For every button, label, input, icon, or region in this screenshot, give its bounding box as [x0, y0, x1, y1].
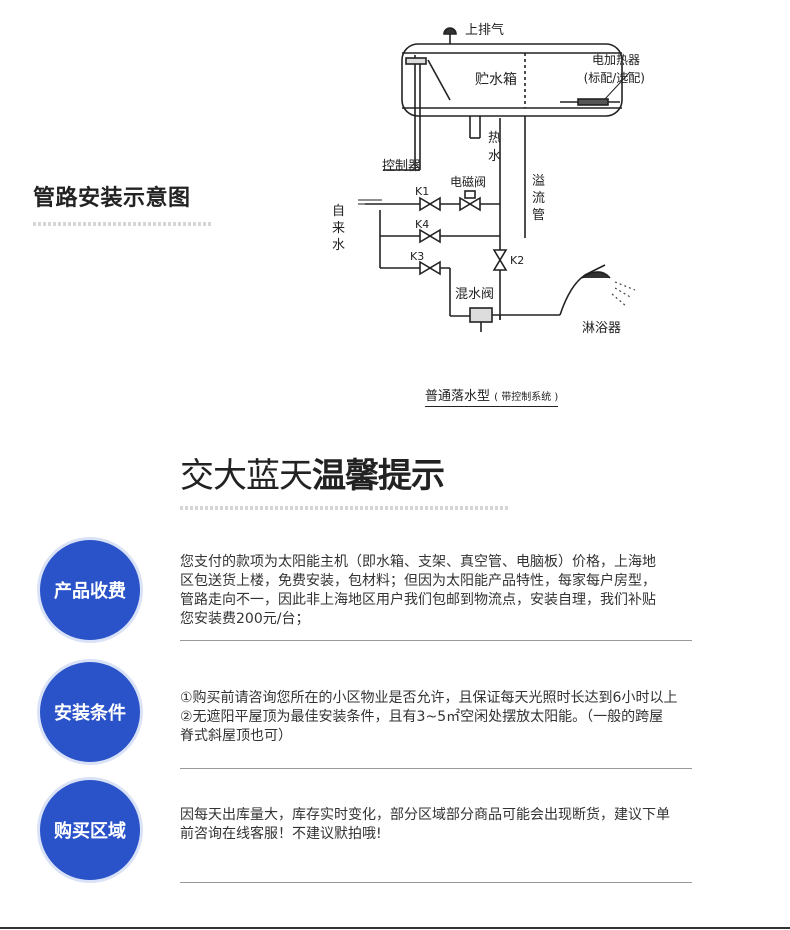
- footer-line: [0, 927, 790, 929]
- tap-water-label: 自: [332, 204, 345, 219]
- tip-line: 管路走向不一，因此非上海地区用户我们包邮到物流点，安装自理，我们补贴: [180, 592, 656, 608]
- tip-text-fee: 您支付的款项为太阳能主机（即水箱、支架、真空管、电脑板）价格，上海地 区包送货上…: [180, 553, 725, 629]
- brand-title-decoration: [180, 506, 510, 510]
- tip-line: ①购买前请咨询您所在的小区物业是否允许，且保证每天光照时长达到6小时以上: [180, 690, 678, 706]
- tap-water-label-2: 来: [332, 221, 345, 236]
- overflow-label: 溢: [532, 174, 545, 189]
- tip-line: ②无遮阳平屋顶为最佳安装条件，且有3~5㎡空闲处摆放太阳能。（一般的跨屋: [180, 709, 664, 725]
- diagram-caption: 普通落水型 ( 带控制系统 ): [425, 385, 559, 407]
- tip-badge-install: 安装条件: [40, 662, 140, 762]
- solenoid-label: 电磁阀: [450, 174, 486, 189]
- diagram-caption-sub: ( 带控制系统 ): [494, 392, 559, 403]
- tap-water-label-3: 水: [332, 238, 345, 253]
- shower-label: 淋浴器: [582, 321, 621, 336]
- tip-line: 您安装费200元/台；: [180, 611, 310, 627]
- tip-line: 区包送货上楼，免费安装，包材料；但因为太阳能产品特性，每家每户房型，: [180, 573, 656, 589]
- tank-label: 贮水箱: [475, 72, 517, 88]
- mixer-label: 混水阀: [455, 287, 494, 302]
- valve-k4-label: K4: [415, 218, 429, 231]
- controller-label: 控制器: [382, 159, 421, 174]
- valve-k1-label: K1: [415, 185, 429, 198]
- tip-line: 您支付的款项为太阳能主机（即水箱、支架、真空管、电脑板）价格，上海地: [180, 554, 656, 570]
- valve-k3-label: K3: [410, 250, 424, 263]
- overflow-label-3: 管: [532, 208, 545, 223]
- section-title-decoration: [33, 222, 213, 226]
- brand-title: 交大蓝天温馨提示: [180, 448, 445, 497]
- tip-line: 因每天出库量大，库存实时变化，部分区域部分商品可能会出现断货，建议下单: [180, 807, 670, 823]
- overflow-label-2: 流: [532, 191, 545, 206]
- section-title: 管路安装示意图: [33, 186, 191, 211]
- plumbing-diagram: 上排气 贮水箱 电加热器 (标配/选配) 热 水 控制器 电磁阀 K1 K4 K…: [332, 22, 645, 336]
- exhaust-label: 上排气: [465, 22, 504, 38]
- tip-badge-region: 购买区域: [40, 780, 140, 880]
- tip-line: 脊式斜屋顶也可）: [180, 728, 292, 744]
- tip-line: 前咨询在线客服！不建议默拍哦!: [180, 826, 382, 842]
- tip-badge-fee: 产品收费: [40, 540, 140, 640]
- hot-water-label: 热: [488, 131, 501, 146]
- heater-label: 电加热器: [592, 53, 640, 67]
- brand-title-bold: 温馨提示: [312, 456, 445, 496]
- divider: [180, 882, 692, 883]
- tip-text-install: ①购买前请咨询您所在的小区物业是否允许，且保证每天光照时长达到6小时以上 ②无遮…: [180, 689, 725, 746]
- hot-water-label-2: 水: [488, 149, 501, 164]
- valve-k2-label: K2: [510, 254, 524, 267]
- heater-note: (标配/选配): [584, 71, 645, 85]
- tip-text-region: 因每天出库量大，库存实时变化，部分区域部分商品可能会出现断货，建议下单 前咨询在…: [180, 806, 725, 844]
- divider: [180, 768, 692, 769]
- brand-title-light: 交大蓝天: [180, 456, 313, 496]
- divider: [180, 640, 692, 641]
- diagram-caption-main: 普通落水型: [425, 389, 491, 404]
